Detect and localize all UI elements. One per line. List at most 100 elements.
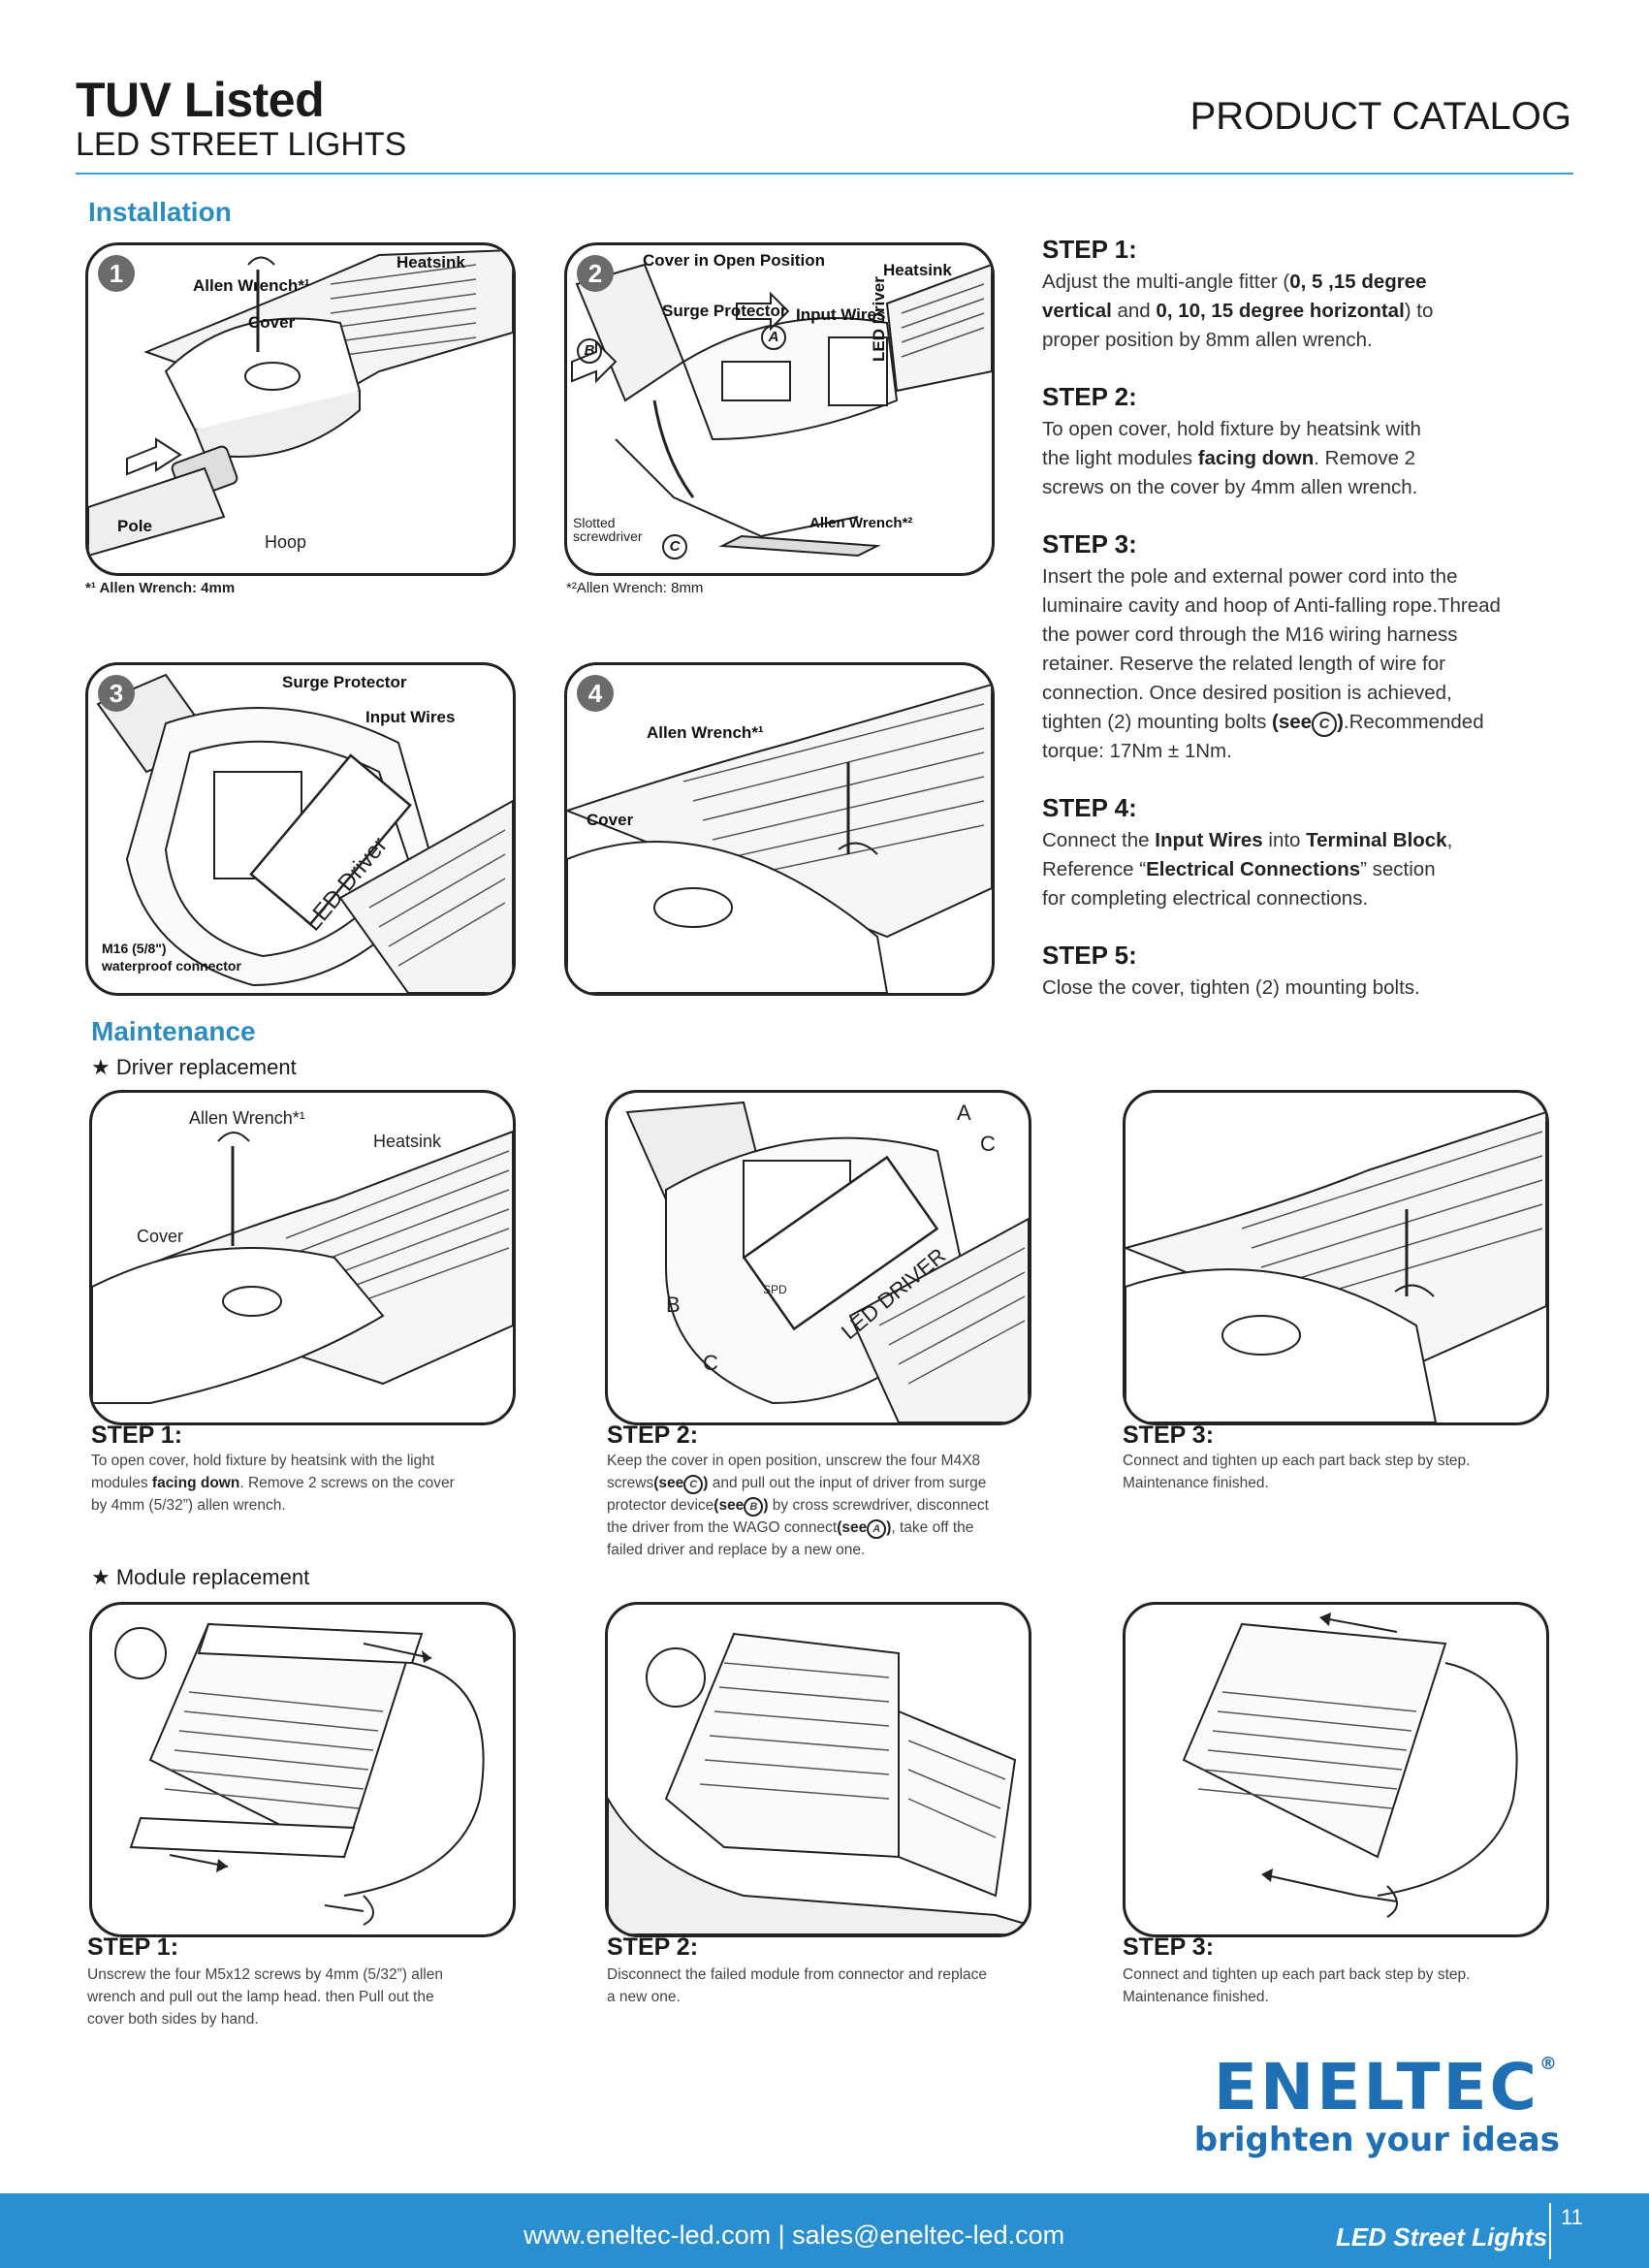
module-step-1: STEP 1: Unscrew the four M5x12 screws by… xyxy=(87,1935,514,2030)
footer-divider xyxy=(1549,2203,1551,2259)
fixture-illustration-2 xyxy=(571,263,992,558)
install-step-1: STEP 1: Adjust the multi-angle fitter (0… xyxy=(1042,237,1585,355)
module-panel-1 xyxy=(89,1602,516,1937)
module-illustration-2 xyxy=(608,1632,1029,1934)
maintenance-heading: Maintenance xyxy=(91,1016,256,1046)
circled-letter-icon: C xyxy=(662,534,687,559)
label-allen-wrench: Allen Wrench*¹ xyxy=(647,723,764,742)
driver-panel-2: A C B C LED DRIVER SPD xyxy=(605,1090,1031,1425)
step-text: Insert the pole and external power cord … xyxy=(1042,565,1501,762)
fixture-illustration-3 xyxy=(96,673,513,993)
install-panel-1: 1 Allen Wrench*¹ Heatsink Cover Pole Hoo… xyxy=(85,242,516,576)
label-input-wires: Input Wires xyxy=(365,708,456,726)
circled-letter-icon: C xyxy=(1312,712,1338,737)
step-text: Close the cover, tighten (2) mounting bo… xyxy=(1042,976,1420,999)
module-illustration-1 xyxy=(114,1622,485,1926)
step-text: Connect the Input Wires into Terminal Bl… xyxy=(1042,829,1453,910)
module-illustration-3 xyxy=(1182,1613,1518,1918)
module-panel-3 xyxy=(1123,1602,1549,1937)
module-panel-2 xyxy=(605,1602,1031,1937)
step-title: STEP 2: xyxy=(607,1933,699,1961)
label-input-wires: Input Wires xyxy=(796,305,886,324)
step-text: Keep the cover in open position, unscrew… xyxy=(607,1453,989,1558)
step-number-badge: 3 xyxy=(98,675,135,712)
step-text: Connect and tighten up each part back st… xyxy=(1123,1453,1471,1491)
label-heatsink: Heatsink xyxy=(883,261,952,279)
driver-step-3: STEP 3: Connect and tighten up each part… xyxy=(1123,1423,1549,1494)
page-title: TUV Listed xyxy=(76,73,325,127)
label-a: A xyxy=(957,1101,971,1125)
install-panel-3: 3 Surge Protector Input Wires LED Driver… xyxy=(85,662,516,996)
install-step-2: STEP 2: To open cover, hold fixture by h… xyxy=(1042,384,1585,502)
install-step-5: STEP 5: Close the cover, tighten (2) mou… xyxy=(1042,942,1585,1003)
label-screwdriver: screwdriver xyxy=(573,528,643,544)
label-cover-open: Cover in Open Position xyxy=(643,251,825,270)
step-number-badge: 1 xyxy=(98,255,135,292)
step-number-badge: 2 xyxy=(577,255,614,292)
step-title: STEP 2: xyxy=(1042,382,1137,411)
step-title: STEP 3: xyxy=(1123,1421,1215,1449)
wrench-note-1: *¹ Allen Wrench: 4mm xyxy=(85,580,236,596)
footer-contact[interactable]: www.eneltec-led.com | sales@eneltec-led.… xyxy=(523,2220,1065,2250)
footer-bar xyxy=(0,2193,1649,2268)
step-title: STEP 1: xyxy=(1042,235,1137,264)
module-replacement-subheading: ★ Module replacement xyxy=(91,1565,310,1589)
installation-steps: STEP 1: Adjust the multi-angle fitter (0… xyxy=(1042,237,1585,1003)
label-cover: Cover xyxy=(587,811,634,829)
driver-illustration-3 xyxy=(1126,1110,1546,1422)
circled-letter-icon: B xyxy=(744,1497,764,1517)
star-icon: ★ xyxy=(91,1055,111,1079)
step-title: STEP 5: xyxy=(1042,941,1137,970)
step-text: To open cover, hold fixture by heatsink … xyxy=(1042,418,1421,498)
label-c: C xyxy=(980,1132,996,1156)
header-divider xyxy=(76,173,1573,175)
label-hoop: Hoop xyxy=(265,532,307,552)
install-panel-4: 4 Allen Wrench*¹ Cover xyxy=(564,662,995,996)
label-surge-protector: Surge Protector xyxy=(282,673,407,691)
brand-logo: ENELTEC® brighten your ideas xyxy=(1194,2050,1560,2157)
label-pole: Pole xyxy=(117,517,152,535)
label-heatsink: Heatsink xyxy=(373,1132,442,1151)
driver-illustration-2 xyxy=(625,1101,1029,1422)
label-b: B xyxy=(666,1293,681,1317)
circled-letter-icon: A xyxy=(761,325,786,350)
label-surge-protector: Surge Protector xyxy=(662,302,787,320)
step-text: Disconnect the failed module from connec… xyxy=(607,1966,988,2005)
installation-heading: Installation xyxy=(88,197,232,227)
label-waterproof-connector: waterproof connector xyxy=(102,958,241,974)
driver-illustration-1 xyxy=(92,1130,513,1404)
module-step-2: STEP 2: Disconnect the failed module fro… xyxy=(607,1935,1033,2008)
footer-product-label: LED Street Lights xyxy=(1336,2222,1548,2252)
label-allen-wrench: Allen Wrench*² xyxy=(809,515,913,531)
step-title: STEP 3: xyxy=(1123,1933,1215,1961)
circled-letter-icon: A xyxy=(867,1519,887,1539)
fixture-illustration-4 xyxy=(567,683,992,993)
catalog-label: PRODUCT CATALOG xyxy=(1189,95,1571,138)
label-spd: SPD xyxy=(763,1283,787,1296)
label-heatsink: Heatsink xyxy=(396,253,465,272)
step-text: To open cover, hold fixture by heatsink … xyxy=(91,1453,455,1514)
circled-letter-icon: B xyxy=(577,338,602,364)
page-number: 11 xyxy=(1561,2205,1583,2229)
step-text: Connect and tighten up each part back st… xyxy=(1123,1966,1471,2005)
label-allen-wrench: Allen Wrench*¹ xyxy=(189,1108,305,1128)
step-title: STEP 1: xyxy=(87,1933,179,1961)
label-allen-wrench: Allen Wrench*¹ xyxy=(193,276,310,295)
install-step-3: STEP 3: Insert the pole and external pow… xyxy=(1042,531,1585,766)
install-step-4: STEP 4: Connect the Input Wires into Ter… xyxy=(1042,795,1585,913)
step-title: STEP 3: xyxy=(1042,529,1137,559)
label-cover: Cover xyxy=(137,1227,184,1246)
driver-step-1: STEP 1: To open cover, hold fixture by h… xyxy=(91,1423,518,1517)
step-title: STEP 4: xyxy=(1042,793,1137,822)
star-icon: ★ xyxy=(91,1565,111,1589)
driver-panel-3 xyxy=(1123,1090,1549,1425)
circled-letter-icon: C xyxy=(683,1475,704,1494)
label-led-driver: LED Driver xyxy=(870,276,888,362)
module-step-3: STEP 3: Connect and tighten up each part… xyxy=(1123,1935,1549,2008)
brand-name: ENELTEC® xyxy=(1213,2050,1560,2124)
step-number-badge: 4 xyxy=(577,675,614,712)
label-slotted: Slotted xyxy=(573,515,616,530)
label-c: C xyxy=(703,1351,718,1375)
driver-step-2: STEP 2: Keep the cover in open position,… xyxy=(607,1423,1043,1561)
install-panel-2: 2 Cover in Open Position Heatsink Surge … xyxy=(564,242,995,576)
